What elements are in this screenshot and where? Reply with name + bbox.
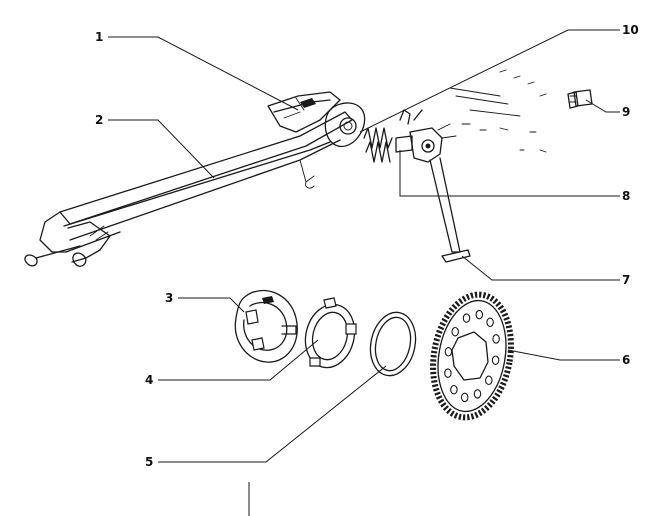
leader-1: [108, 36, 299, 111]
callout-1: 1: [95, 30, 103, 44]
sprocket-hole: [451, 326, 459, 337]
part-bushing: [234, 289, 298, 363]
part-lock-ring: [304, 297, 357, 369]
sprocket-hole: [475, 309, 484, 320]
sprocket-hole: [492, 334, 500, 344]
leader-8: [399, 150, 620, 197]
callout-4: 4: [145, 373, 153, 387]
leader-6: [507, 349, 620, 361]
callout-9: 9: [622, 105, 630, 119]
part-washer: [369, 311, 417, 377]
sprocket-hole: [473, 389, 482, 399]
part-bolt: [567, 89, 593, 109]
callout-labels: 1 2 3 4 5 6 7 8 9 10: [95, 23, 639, 469]
leader-lines: [108, 29, 620, 463]
part-stand-bracket: [395, 109, 457, 163]
part-swing-arm: [24, 102, 366, 267]
sprocket-teeth: [430, 291, 514, 421]
callout-7: 7: [622, 273, 630, 287]
leader-5: [158, 365, 387, 463]
sprocket-holes: [444, 309, 500, 403]
sprocket-hole: [444, 347, 453, 357]
sprocket-hole: [462, 313, 471, 323]
callout-2: 2: [95, 113, 103, 127]
callout-3: 3: [165, 291, 173, 305]
sprocket-hole: [450, 384, 458, 395]
leader-2: [108, 119, 215, 179]
leader-4: [158, 339, 319, 381]
leader-7: [461, 255, 620, 281]
sprocket-hole: [486, 317, 494, 328]
callout-5: 5: [145, 455, 153, 469]
hardware-scatter: [449, 69, 547, 153]
sprocket-hole: [460, 392, 469, 403]
callout-6: 6: [622, 353, 630, 367]
leader-3: [178, 297, 245, 313]
part-spring: [363, 127, 393, 163]
sprocket-hole: [444, 368, 452, 378]
sprocket-hole: [491, 355, 500, 365]
leader-9: [585, 99, 620, 113]
sprocket-hole: [485, 375, 493, 386]
callout-8: 8: [622, 189, 630, 203]
part-kickstand-leg: [429, 157, 471, 263]
part-bracket: [267, 91, 341, 133]
part-sprocket: [430, 291, 514, 421]
leader-10: [359, 29, 620, 133]
callout-10: 10: [622, 23, 639, 37]
